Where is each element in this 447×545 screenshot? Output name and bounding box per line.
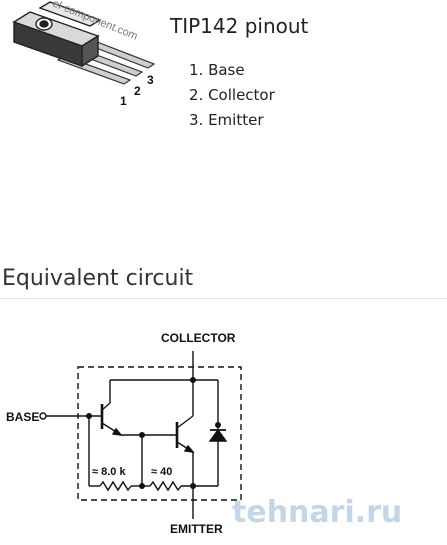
- collector-label: COLLECTOR: [161, 331, 236, 345]
- pin-item-emitter: 3. Emitter: [189, 111, 264, 129]
- package-outline: [77, 366, 242, 501]
- transistor-q1: [100, 380, 123, 436]
- pinout-title: TIP142 pinout: [170, 14, 309, 38]
- r1-value-label: ≈ 8.0 k: [92, 466, 126, 478]
- junction-dots: [86, 377, 221, 489]
- base-label: BASE: [6, 410, 39, 424]
- site-watermark: tehnari.ru: [232, 495, 402, 530]
- pin-item-base: 1. Base: [189, 61, 245, 79]
- r2-value-label: ≈ 40: [151, 466, 172, 478]
- section-divider: [0, 298, 447, 299]
- diode: [208, 425, 228, 486]
- base-terminal: [39, 412, 47, 420]
- emitter-label: EMITTER: [170, 522, 223, 536]
- package-illustration: el-component.com 1 2 3: [12, 0, 156, 108]
- pin-number-3: 3: [147, 73, 154, 87]
- section-title-equivalent-circuit: Equivalent circuit: [2, 266, 194, 291]
- pin-item-collector: 2. Collector: [189, 86, 275, 104]
- transistor-q2: [175, 380, 195, 453]
- resistor-r2: [142, 480, 218, 492]
- resistor-r1: [89, 480, 142, 492]
- equivalent-circuit-diagram: COLLECTOR BASE EMITTER ≈ 8.0 k ≈ 40 tehn…: [6, 331, 402, 536]
- pin-number-2: 2: [134, 84, 141, 98]
- pin-number-1: 1: [120, 94, 127, 108]
- package-body: [12, 1, 102, 68]
- pin-list: 1. Base 2. Collector 3. Emitter: [189, 58, 275, 133]
